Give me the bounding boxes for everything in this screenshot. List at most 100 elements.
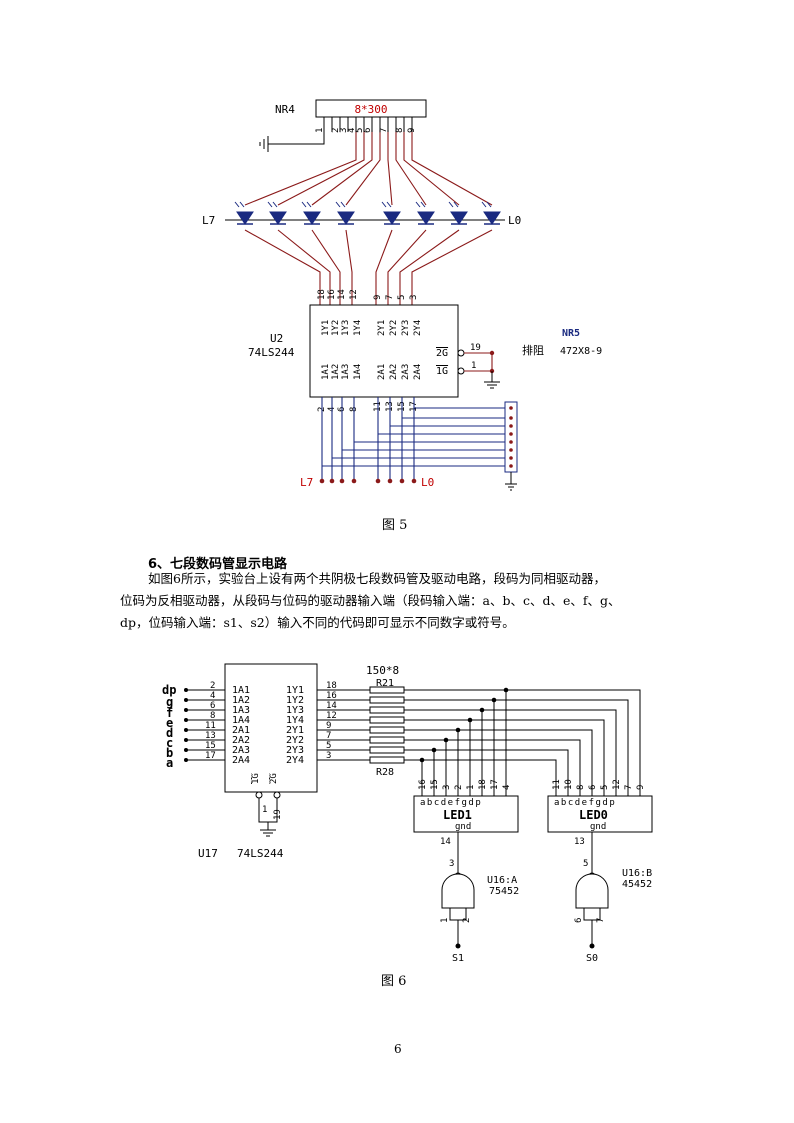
svg-text:19: 19 — [273, 809, 283, 820]
svg-text:5: 5 — [326, 741, 331, 751]
bus-junction-dots — [419, 687, 509, 763]
svg-text:1Y3: 1Y3 — [286, 705, 304, 716]
res-value: 150*8 — [366, 664, 399, 677]
svg-text:8: 8 — [576, 785, 586, 790]
nr4-resistor-pack — [315, 99, 427, 118]
segment-inputs: dp g f e d c b a — [162, 683, 176, 770]
led1-segment-labels: abcdefgdp — [420, 798, 482, 808]
svg-text:9: 9 — [373, 295, 383, 300]
svg-text:2Y3: 2Y3 — [286, 745, 304, 756]
led1-display — [413, 795, 519, 833]
svg-text:1Y1: 1Y1 — [286, 685, 304, 696]
svg-text:g: g — [166, 695, 173, 709]
svg-text:1A3: 1A3 — [232, 705, 250, 716]
u17-chip — [224, 663, 318, 793]
svg-text:12: 12 — [326, 711, 337, 721]
led-diode-icon — [417, 211, 435, 225]
nr5-resistor-pack — [504, 401, 518, 473]
led0-display — [547, 795, 653, 833]
svg-text:13: 13 — [574, 837, 585, 847]
nr4-pin-stubs — [323, 117, 413, 132]
svg-text:6: 6 — [574, 918, 584, 923]
led-right-label: L0 — [508, 214, 521, 227]
svg-text:2Y1: 2Y1 — [286, 725, 304, 736]
svg-text:7: 7 — [326, 731, 331, 741]
svg-text:2Y4: 2Y4 — [413, 320, 423, 336]
page-number: 6 — [394, 1042, 402, 1056]
svg-text:2Y2: 2Y2 — [389, 320, 399, 336]
u2-chip — [309, 304, 459, 398]
svg-text:f: f — [166, 706, 173, 720]
segment-bus — [404, 689, 641, 796]
led-diode-icon — [303, 211, 321, 225]
light-ray-icon — [301, 201, 312, 208]
svg-text:9: 9 — [636, 785, 646, 790]
svg-text:c: c — [166, 736, 173, 750]
input-dots — [184, 688, 188, 762]
svg-text:1: 1 — [262, 805, 267, 815]
red-wires — [244, 130, 493, 305]
light-ray-icon — [234, 201, 245, 208]
gate-a-nand — [441, 873, 475, 909]
input-right-label: L0 — [421, 476, 434, 489]
svg-text:d: d — [166, 726, 173, 740]
gate-a-ref: U16:A — [487, 875, 517, 886]
nr5-name: 排阻 — [522, 343, 544, 357]
led-diode-icon — [236, 211, 254, 225]
svg-text:2A3: 2A3 — [232, 745, 250, 756]
svg-text:1: 1 — [440, 918, 450, 923]
nr5-ref: NR5 — [562, 328, 580, 339]
svg-text:11: 11 — [205, 721, 216, 731]
svg-text:dp: dp — [162, 683, 176, 697]
svg-text:1A1: 1A1 — [232, 685, 250, 696]
nr5-value: 472X8-9 — [560, 346, 602, 357]
svg-text:1: 1 — [471, 361, 476, 371]
svg-text:6: 6 — [363, 128, 373, 133]
svg-text:2A2: 2A2 — [232, 735, 250, 746]
section-heading: 6、七段数码管显示电路 — [148, 557, 288, 572]
section-paragraph: 如图6所示，实验台上设有两个共阴极七段数码管及驱动电路，段码为同相驱动器， 位码… — [120, 568, 690, 634]
svg-text:9: 9 — [407, 128, 417, 133]
svg-text:e: e — [166, 716, 173, 730]
svg-text:1Y2: 1Y2 — [331, 320, 341, 336]
segment-resistors — [369, 686, 405, 764]
svg-text:4: 4 — [347, 128, 357, 133]
light-ray-icon — [481, 201, 492, 208]
u17-oe1-label: 1G — [251, 773, 261, 784]
led-left-label: L7 — [202, 214, 215, 227]
svg-text:1A1: 1A1 — [321, 364, 331, 380]
paragraph-line-3: dp，位码输入端：s1、s2）输入不同的代码即可显示不同数字或符号。 — [120, 615, 515, 630]
svg-text:13: 13 — [205, 731, 216, 741]
u17-oe2-label: 2G — [269, 773, 279, 784]
nr4-pin-numbers: 1 2 3 4 5 6 7 8 9 — [315, 128, 417, 133]
u2-oe2-label: 2G — [436, 348, 448, 359]
led-diode-icon — [337, 211, 355, 225]
u2-type: 74LS244 — [248, 346, 295, 359]
svg-text:9: 9 — [326, 721, 331, 731]
svg-text:8: 8 — [395, 128, 405, 133]
light-ray-icon — [448, 201, 459, 208]
svg-text:18: 18 — [478, 779, 488, 790]
u2-top-pin-numbers: 18 16 14 12 9 7 5 3 — [317, 289, 419, 300]
svg-text:15: 15 — [430, 779, 440, 790]
svg-text:1A4: 1A4 — [232, 715, 250, 726]
paragraph-line-1: 如图6所示，实验台上设有两个共阴极七段数码管及驱动电路，段码为同相驱动器， — [148, 571, 606, 586]
u17-output-wires — [317, 689, 370, 761]
gate-a-type: 75452 — [489, 886, 519, 897]
led1-gnd: gnd — [455, 822, 471, 832]
svg-text:7: 7 — [385, 295, 395, 300]
svg-text:2: 2 — [462, 918, 472, 923]
svg-text:2Y1: 2Y1 — [377, 320, 387, 336]
gate-b-nand — [575, 873, 609, 909]
svg-text:19: 19 — [470, 343, 481, 353]
u17-type: 74LS244 — [237, 847, 284, 860]
input-terminals — [319, 478, 417, 484]
svg-text:5: 5 — [583, 859, 588, 869]
input-left-label: L7 — [300, 476, 313, 489]
svg-text:8: 8 — [210, 711, 215, 721]
led0-gnd: gnd — [590, 822, 606, 832]
svg-text:18: 18 — [326, 681, 337, 691]
led-diodes — [234, 201, 501, 225]
